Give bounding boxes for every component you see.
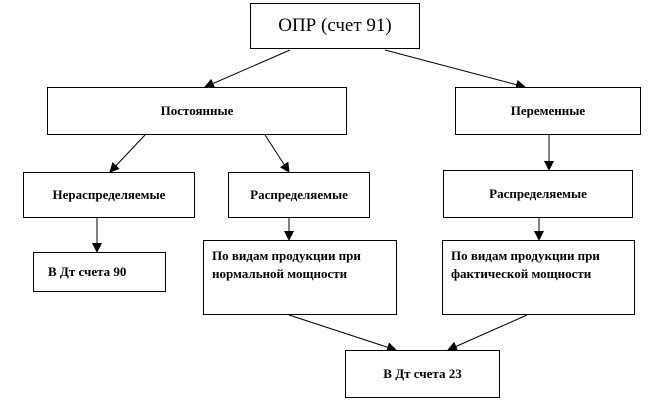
node-fixed-distributed: Распределяемые [228,172,370,218]
arrow-root-to-variable [384,49,526,90]
arrow-normal-to-debit23 [288,314,397,352]
node-by-product-actual: По видам продукции при фактической мощно… [442,240,635,315]
arrow-fixed-to-undistributed [109,134,146,173]
node-fixed: Постоянные [47,87,347,135]
node-variable-distributed: Распределяемые [443,170,633,218]
arrow-root-to-fixed [204,49,291,88]
arrow-actual-to-debit23 [447,314,528,351]
node-debit-23: В Дт счета 23 [345,350,500,398]
arrow-fixed-to-distributed [264,134,290,173]
node-by-product-normal: По видам продукции при нормальной мощнос… [203,240,397,315]
root-node-opr: ОПР (счет 91) [250,3,420,49]
node-fixed-undistributed: Нераспределяемые [23,172,195,218]
node-variable: Переменные [455,87,641,135]
node-debit-90: В Дт счета 90 [33,252,166,292]
